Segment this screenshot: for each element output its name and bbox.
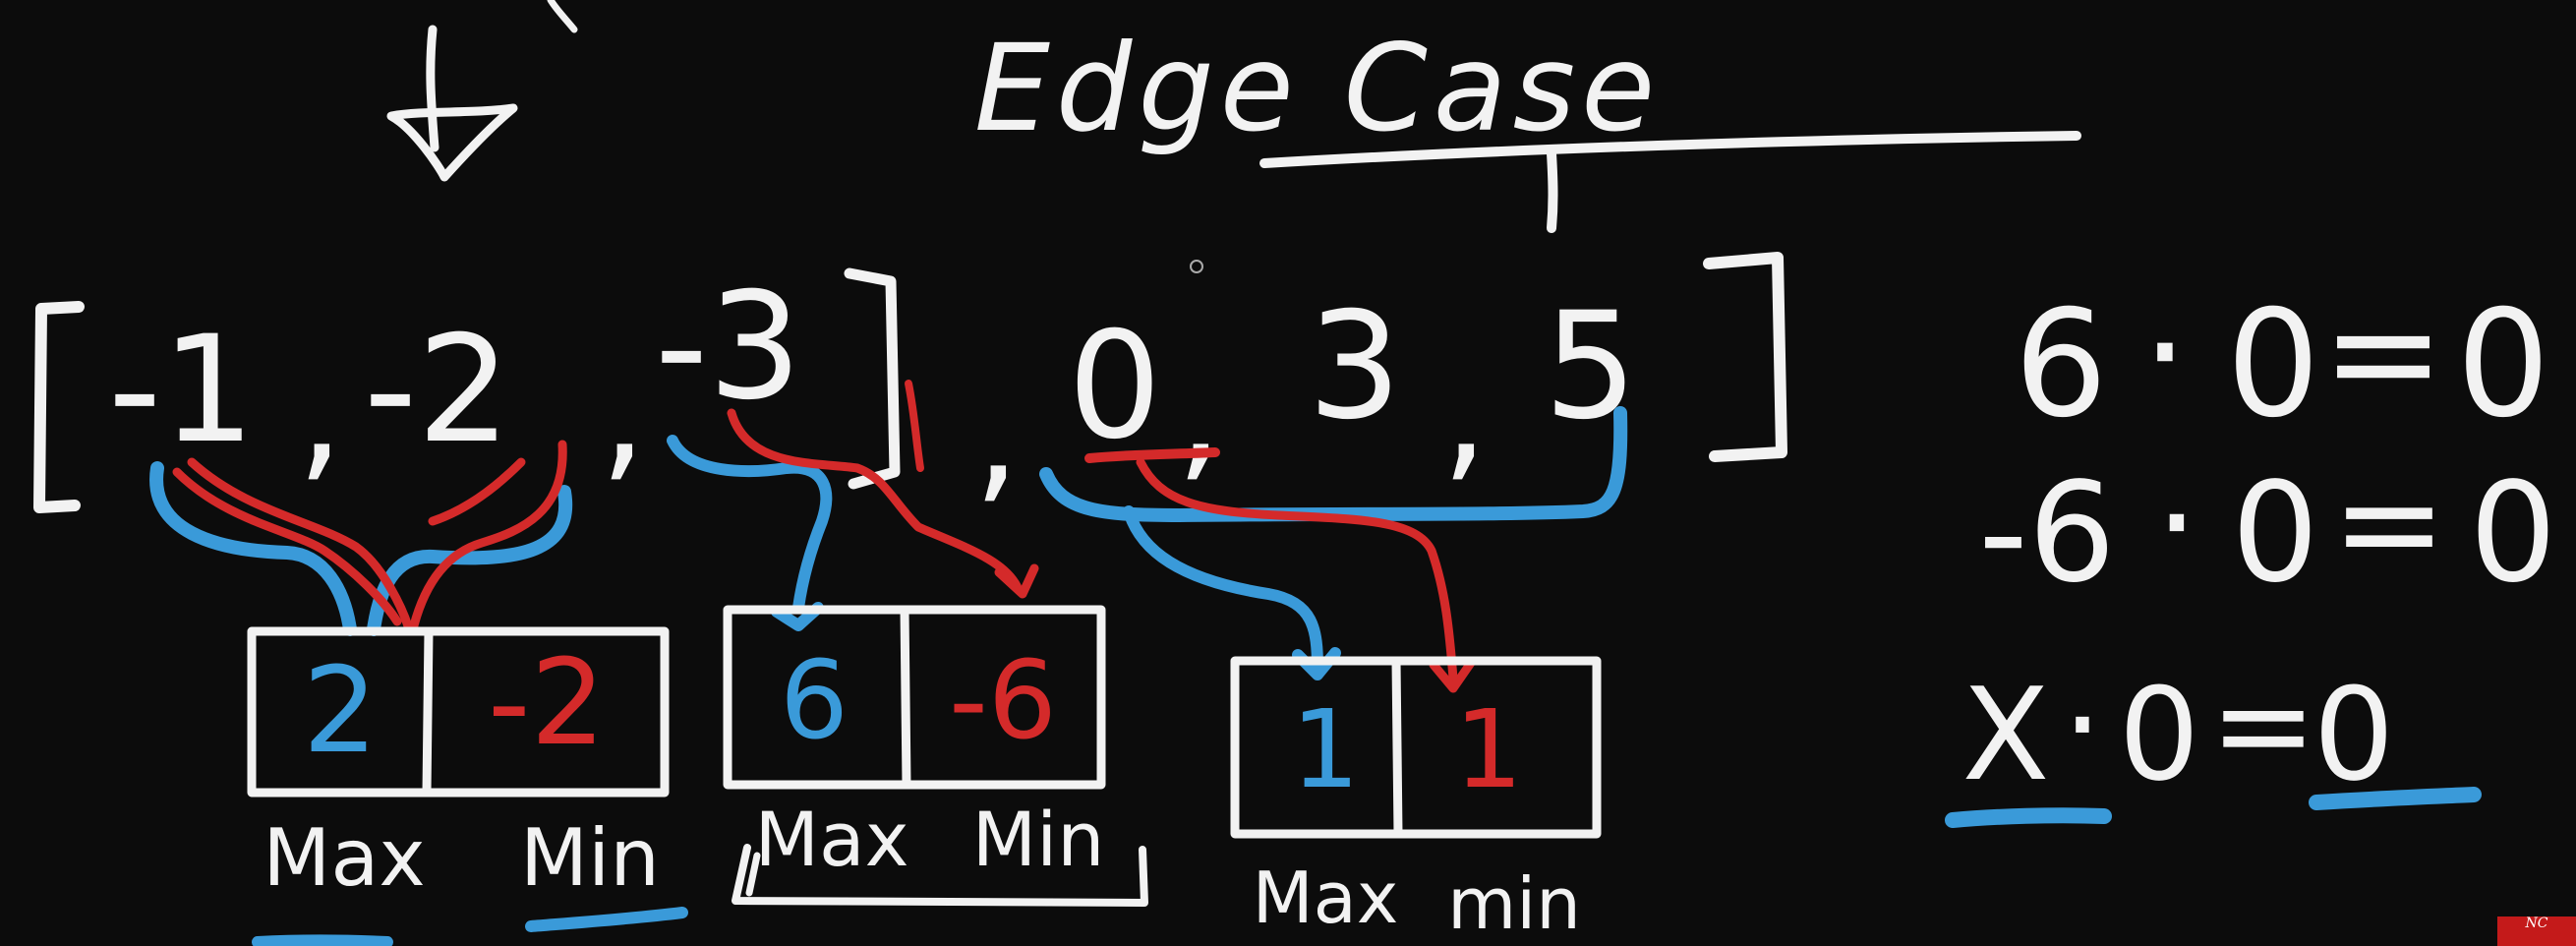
equation-zero: 0 (2119, 660, 2200, 809)
array-comma: , (600, 326, 647, 498)
equation-row: -6 · 0 = 0 (1978, 443, 2556, 614)
group-3-annotations (1039, 406, 1628, 693)
equation-row: X · 0 = 0 (1961, 650, 2394, 809)
channel-logo: NC (2497, 916, 2576, 946)
equation-left: 6 (2014, 279, 2107, 450)
min-label: Min (520, 812, 660, 904)
array: -1 , -2 , -3 , 0 , 3 , 5 (108, 262, 1637, 519)
equation-dot: · (2141, 267, 2189, 439)
max-min-box (723, 605, 1106, 790)
array-comma: , (297, 326, 344, 498)
equation-result: 0 (2456, 279, 2549, 450)
inner-bracket (844, 267, 901, 490)
equation-result: 0 (2469, 453, 2556, 614)
right-bracket (1703, 252, 1787, 462)
max-value: 1 (1291, 686, 1360, 812)
equation-equals: = (2331, 443, 2446, 604)
left-bracket (33, 301, 85, 513)
title-underline (1259, 131, 2081, 168)
max-value: 6 (780, 637, 849, 763)
max-label: Max (1253, 857, 1399, 939)
min-underline (525, 907, 688, 932)
equation-zero: 0 (2231, 453, 2318, 614)
group-2: 6 -6 Max Min (723, 605, 1148, 907)
min-value: 1 (1454, 686, 1523, 812)
zero-underline (2309, 787, 2482, 810)
array-comma: , (973, 348, 1021, 519)
group-1: 2 -2 Max Min (247, 626, 688, 946)
equation-equals: = (2210, 650, 2317, 799)
array-comma: , (1176, 326, 1223, 498)
equation-dot: · (2062, 650, 2102, 799)
labels-bracket (732, 844, 1148, 907)
group-2-annotations (667, 380, 1039, 631)
min-value: -2 (488, 635, 606, 772)
equation-equals: = (2321, 267, 2445, 439)
stray-dot (1190, 260, 1203, 273)
min-label: min (1447, 862, 1581, 945)
max-label: Max (263, 812, 425, 904)
max-min-box (247, 626, 670, 798)
array-element: 3 (1308, 281, 1401, 452)
page-title: Edge Case (974, 19, 1661, 158)
array-element: 0 (1068, 301, 1161, 472)
array-element: -3 (655, 262, 802, 433)
min-value: -6 (949, 637, 1057, 763)
equation-result: 0 (2313, 660, 2395, 809)
array-element: -1 (108, 305, 256, 476)
equation-row: 6 · 0 = 0 (2014, 267, 2549, 450)
min-label: Min (972, 796, 1105, 883)
channel-logo-text: NC (2525, 916, 2548, 931)
equation-left: -6 (1978, 453, 2116, 614)
group-1-annotations (149, 440, 573, 636)
equation-dot: · (2155, 443, 2199, 604)
equations: 6 · 0 = 0 -6 · 0 = 0 X · 0 = 0 (1945, 267, 2557, 828)
group-3: 1 1 Max min (1230, 656, 1602, 945)
equation-zero: 0 (2226, 279, 2319, 450)
max-min-box (1230, 656, 1602, 839)
max-underline (252, 934, 393, 946)
equation-left: X (1961, 660, 2049, 809)
array-element: -2 (364, 305, 511, 476)
down-arrow-icon (386, 0, 578, 182)
array-comma: , (1441, 326, 1489, 498)
max-label: Max (754, 796, 908, 883)
max-value: 2 (303, 643, 378, 780)
x-underline (1945, 807, 2112, 828)
